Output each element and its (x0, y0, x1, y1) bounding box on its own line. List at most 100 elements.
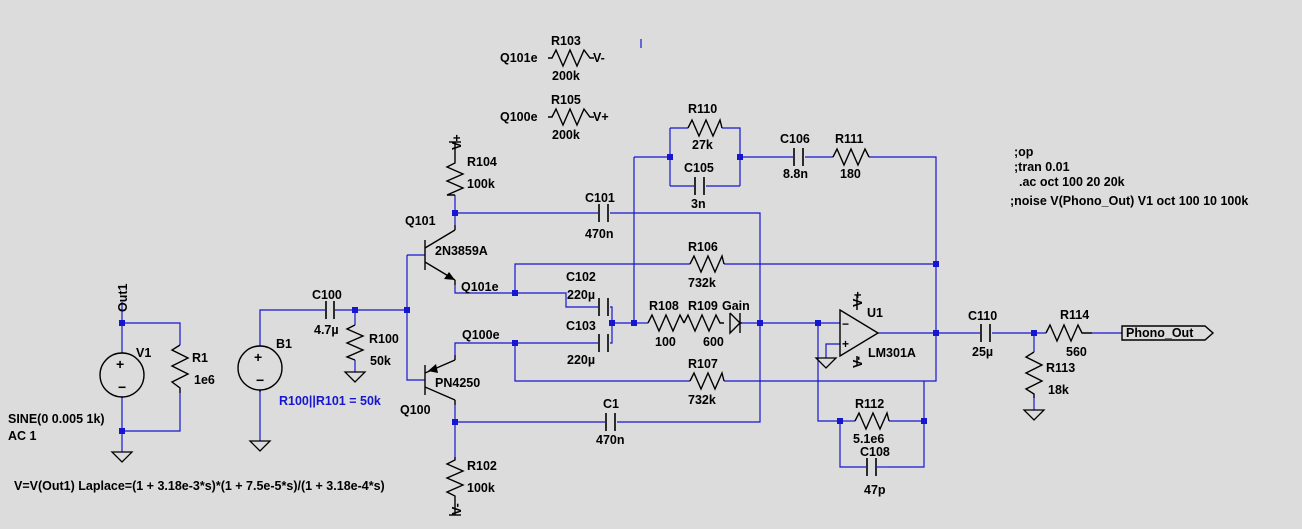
r105-value: 200k (552, 128, 580, 142)
c110-value: 25µ (972, 345, 993, 359)
c108-name: C108 (860, 445, 890, 459)
svg-text:+: + (254, 349, 262, 365)
resistor-r102[interactable] (445, 457, 465, 505)
capacitor-c105[interactable] (694, 177, 705, 195)
resistor-r110[interactable] (687, 117, 723, 138)
q101-emitter-label: Q101e (461, 280, 499, 294)
r106-name: R106 (688, 240, 718, 254)
q101-name: Q101 (405, 214, 436, 228)
resistor-r105[interactable] (548, 107, 594, 127)
phono-out-port[interactable] (1121, 325, 1215, 341)
r102-value: 100k (467, 481, 495, 495)
transistor-q100[interactable] (424, 355, 456, 405)
r109-label: Gain (722, 299, 750, 313)
capacitor-c108[interactable] (866, 458, 888, 476)
r109-value: 600 (703, 335, 724, 349)
r106-value: 732k (688, 276, 716, 290)
u1-model: LM301A (868, 346, 916, 360)
c1-value: 470n (596, 433, 625, 447)
resistor-r109[interactable] (683, 312, 742, 335)
voltage-source-b1[interactable]: + − (237, 345, 283, 392)
v1-name: V1 (136, 346, 151, 360)
ground-icon (110, 357, 1046, 463)
r109-name: R109 (688, 299, 718, 313)
capacitor-c100[interactable] (325, 301, 335, 319)
q100-emitter-label: Q100e (462, 328, 500, 342)
junctions (119, 154, 1037, 434)
r108-name: R108 (649, 299, 679, 313)
b1-name: B1 (276, 337, 292, 351)
svg-text:−: − (842, 317, 849, 331)
transistor-q101[interactable] (424, 225, 456, 285)
v1-value: SINE(0 0.005 1k) (8, 412, 105, 426)
r110-name: R110 (688, 102, 717, 116)
directive-noise: ;noise V(Phono_Out) V1 oct 100 10 100k (1010, 194, 1248, 208)
resistor-r107[interactable] (689, 370, 725, 391)
svg-text:−: − (118, 379, 126, 395)
r1-value: 1e6 (194, 373, 215, 387)
c101-name: C101 (585, 191, 615, 205)
c100-name: C100 (312, 288, 342, 302)
directive-tran: ;tran 0.01 (1014, 160, 1070, 174)
r103-value: 200k (552, 69, 580, 83)
r110-value: 27k (692, 138, 713, 152)
q101-model: 2N3859A (435, 244, 488, 258)
r102-name: R102 (467, 459, 497, 473)
r107-value: 732k (688, 393, 716, 407)
resistor-r106[interactable] (689, 253, 725, 274)
r105-right-net: V+ (593, 110, 609, 124)
resistor-r1[interactable] (170, 344, 190, 393)
r100-value: 50k (370, 354, 391, 368)
directive-op: ;op (1014, 145, 1034, 159)
r113-value: 18k (1048, 383, 1069, 397)
wires (121, 127, 1122, 468)
resistor-r104[interactable] (445, 160, 465, 196)
r105-left-net: Q100e (500, 110, 538, 124)
labels: R103 Q101e V- 200k R105 Q100e V+ 200k R1… (8, 34, 1248, 515)
q100-name: Q100 (400, 403, 431, 417)
supply-flags (449, 141, 858, 516)
svg-text:−: − (256, 372, 264, 388)
phono-out-label: Phono_Out (1126, 326, 1194, 340)
svg-text:+: + (842, 337, 849, 351)
capacitor-c102[interactable] (598, 298, 609, 316)
c105-value: 3n (691, 197, 706, 211)
resistor-r108[interactable] (647, 313, 685, 333)
c100-value: 4.7µ (314, 323, 339, 337)
capacitor-c106[interactable] (793, 148, 804, 166)
resistor-r111[interactable] (832, 147, 870, 167)
resistor-r114[interactable] (1045, 323, 1092, 343)
r107-name: R107 (688, 357, 718, 371)
r102-supply: V- (450, 503, 464, 515)
r108-value: 100 (655, 335, 676, 349)
resistor-r100[interactable] (345, 324, 365, 361)
r1-name: R1 (192, 351, 208, 365)
capacitor-c1[interactable] (605, 413, 616, 431)
v1-ac: AC 1 (8, 429, 37, 443)
b1-expression: V=V(Out1) Laplace=(1 + 3.18e-3*s)*(1 + 7… (14, 479, 385, 493)
q100-model: PN4250 (435, 376, 480, 390)
c102-name: C102 (566, 270, 596, 284)
c103-value: 220µ (567, 353, 595, 367)
c110-name: C110 (968, 309, 997, 323)
svg-text:+: + (116, 356, 124, 372)
r100-name: R100 (369, 332, 399, 346)
capacitor-c103[interactable] (598, 334, 609, 352)
r112-name: R112 (855, 397, 884, 411)
u1-name: U1 (867, 306, 883, 320)
parallel-note: R100||R101 = 50k (279, 394, 381, 408)
resistor-r112[interactable] (854, 410, 890, 431)
resistor-r113[interactable] (1024, 351, 1044, 398)
r114-value: 560 (1066, 345, 1087, 359)
r104-name: R104 (467, 155, 497, 169)
r105-name: R105 (551, 93, 581, 107)
opamp-u1[interactable]: − + (839, 308, 880, 358)
capacitor-c101[interactable] (598, 204, 609, 222)
u1-neg-supply: V- (851, 356, 865, 368)
r111-value: 180 (840, 167, 861, 181)
capacitor-c110[interactable] (980, 324, 991, 342)
voltage-source-v1[interactable]: + − (99, 352, 145, 398)
resistor-r103[interactable] (548, 48, 594, 68)
c102-value: 220µ (567, 288, 595, 302)
